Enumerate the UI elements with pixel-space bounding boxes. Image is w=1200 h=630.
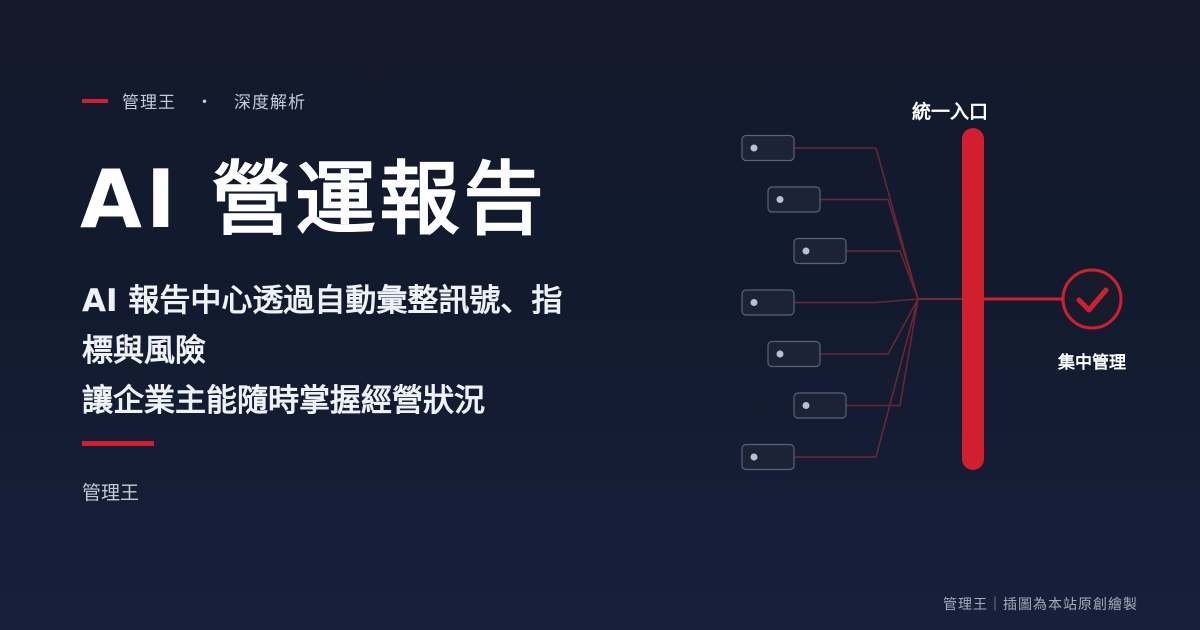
connector-lines (794, 147, 962, 458)
subtitle-line-2: 標與風險 (82, 333, 206, 369)
subtitle-line-1: AI 報告中心透過自動彙整訊號、指 (82, 283, 563, 319)
connector-line (846, 298, 919, 407)
connector-line (820, 198, 919, 300)
eyebrow-brand: 管理王 (122, 93, 176, 113)
check-circle-icon (1061, 268, 1123, 330)
source-node (767, 186, 821, 213)
connector-line (846, 250, 919, 300)
eyebrow-accent-bar (82, 98, 108, 103)
connector-line (794, 298, 919, 304)
source-node (767, 340, 821, 368)
eyebrow-separator: ・ (196, 93, 214, 113)
connector-line (794, 147, 919, 300)
source-node (793, 392, 847, 419)
source-nodes (741, 134, 847, 471)
source-node (793, 237, 847, 265)
page-title: AI 營運報告 (80, 153, 548, 246)
source-node (741, 443, 795, 471)
subtitle: AI 報告中心透過自動彙整訊號、指 標與風險 讓企業主能隨時掌握經營狀況 (82, 276, 642, 426)
footer-credit: 管理王｜插圖為本站原創繪製 (943, 597, 1138, 613)
unified-entry-bar (962, 128, 984, 470)
connector-line (820, 298, 919, 355)
byline: 管理王 (82, 482, 140, 504)
diagram-top-label: 統一入口 (912, 100, 988, 123)
accent-divider (82, 441, 154, 446)
source-node (741, 134, 795, 162)
subtitle-line-3: 讓企業主能隨時掌握經營狀況 (82, 383, 485, 419)
eyebrow-section: 深度解析 (234, 93, 306, 113)
connector-line (794, 298, 919, 458)
diagram-right-label: 集中管理 (1057, 352, 1126, 373)
source-node (741, 289, 795, 316)
eyebrow: 管理王 ・ 深度解析 (82, 88, 306, 113)
